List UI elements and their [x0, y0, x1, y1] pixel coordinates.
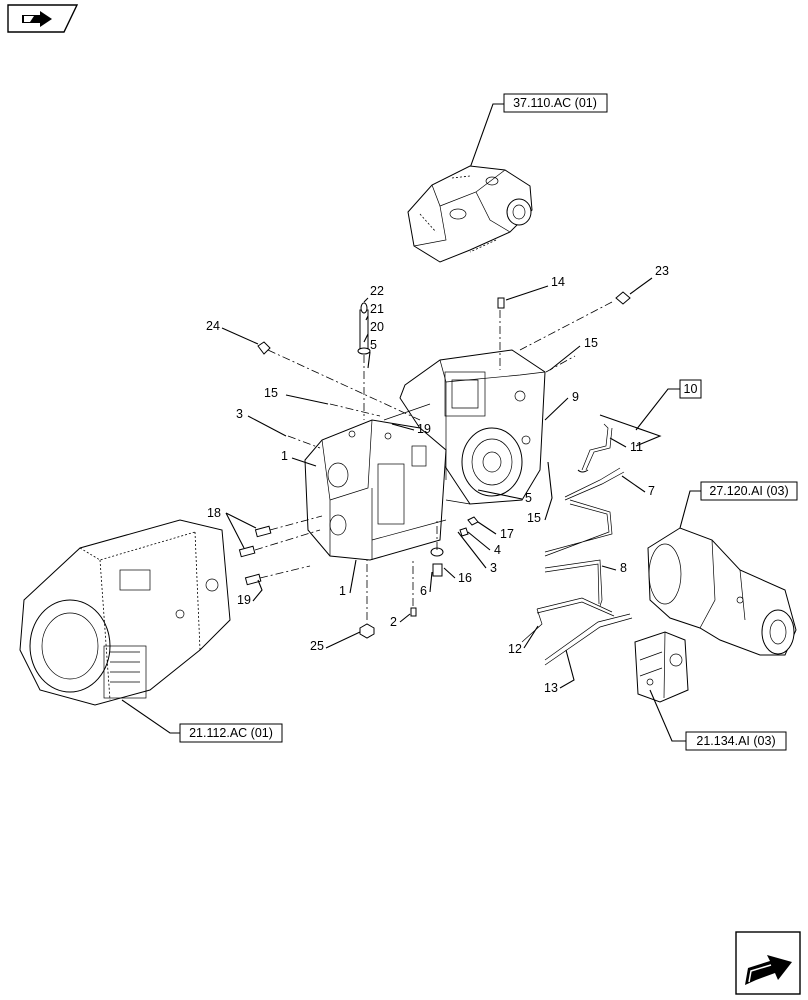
callout-3b: 3	[490, 561, 497, 575]
callout-11: 11	[630, 440, 643, 454]
callout-5a: 5	[370, 338, 377, 352]
callout-15a: 15	[584, 336, 598, 350]
reference-21-134-ai[interactable]: 21.134.AI (03)	[685, 731, 787, 751]
callout-4: 4	[494, 543, 501, 557]
callout-12: 12	[508, 642, 522, 656]
next-page-arrow-icon[interactable]	[735, 931, 801, 995]
callout-23: 23	[655, 264, 669, 278]
callout-19a: 19	[417, 422, 431, 436]
ref-10-label: 10	[684, 382, 698, 396]
hydraulic-lift-cover-outline	[407, 165, 533, 263]
rear-axle-housing-outline	[647, 527, 797, 656]
callout-21: 21	[370, 302, 384, 316]
callout-3a: 3	[236, 407, 243, 421]
reference-21-112-ac[interactable]: 21.112.AC (01)	[179, 723, 283, 743]
callout-15b: 15	[264, 386, 278, 400]
assembly-centerlines	[254, 301, 613, 620]
callout-24: 24	[206, 319, 220, 333]
book-navigation-icon[interactable]	[7, 4, 79, 33]
callouts: 22 21 20 5 24 23 14 15 15 9 3 19 11	[206, 264, 669, 695]
callout-2: 2	[390, 615, 397, 629]
callout-15c: 15	[527, 511, 541, 525]
callout-20: 20	[370, 320, 384, 334]
callout-22: 22	[370, 284, 384, 298]
ref-21112-label: 21.112.AC (01)	[189, 726, 273, 740]
callout-5b: 5	[525, 491, 532, 505]
control-module-outline	[634, 631, 689, 703]
callout-25: 25	[310, 639, 324, 653]
callout-1a: 1	[281, 449, 288, 463]
gearbox-housing-outline	[19, 519, 231, 706]
callout-9: 9	[572, 390, 579, 404]
callout-17: 17	[500, 527, 514, 541]
pipe-assemblies	[521, 423, 633, 666]
callout-19b: 19	[237, 593, 251, 607]
callout-18: 18	[207, 506, 221, 520]
reference-37-110-ac[interactable]: 37.110.AC (01)	[503, 93, 608, 113]
callout-13: 13	[544, 681, 558, 695]
callout-1b: 1	[339, 584, 346, 598]
small-fittings	[238, 291, 631, 639]
callout-7: 7	[648, 484, 655, 498]
reference-27-120-ai[interactable]: 27.120.AI (03)	[700, 481, 798, 501]
ref-37110-label: 37.110.AC (01)	[513, 96, 597, 110]
callout-14: 14	[551, 275, 565, 289]
reference-10[interactable]: 10	[679, 379, 702, 399]
ref-21134-label: 21.134.AI (03)	[696, 734, 775, 748]
callout-6: 6	[420, 584, 427, 598]
transmission-housing-outline	[304, 349, 546, 561]
ref-27120-label: 27.120.AI (03)	[709, 484, 788, 498]
callout-16: 16	[458, 571, 472, 585]
callout-8: 8	[620, 561, 627, 575]
